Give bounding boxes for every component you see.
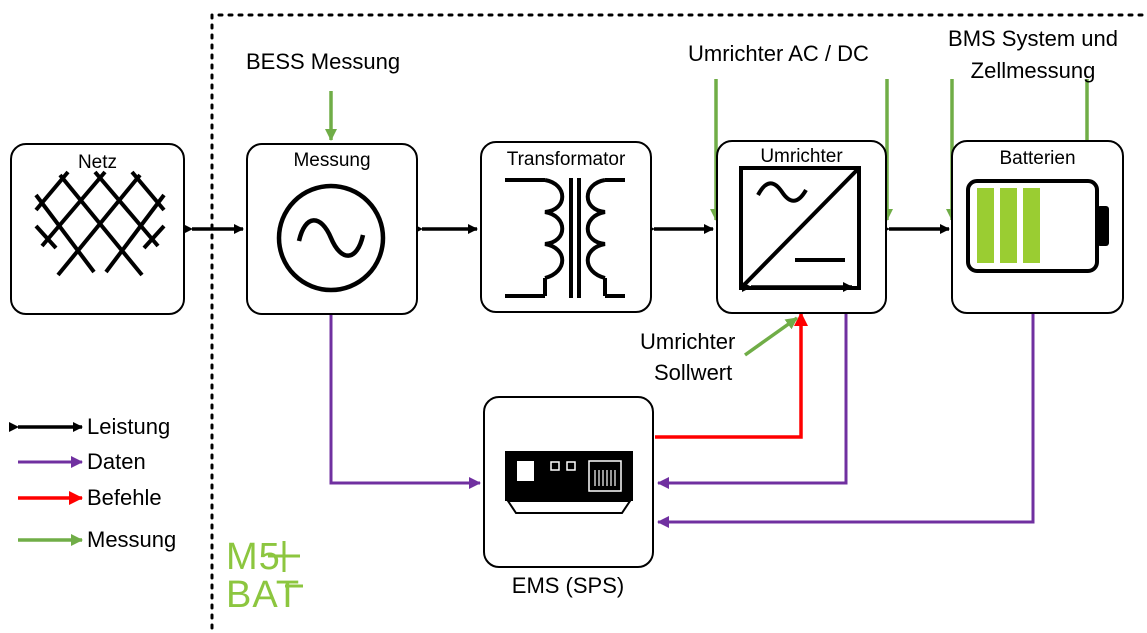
block-netz: Netz bbox=[10, 143, 185, 315]
block-umrichter: Umrichter bbox=[716, 140, 887, 314]
legend-label-data: Daten bbox=[87, 449, 146, 474]
data-links bbox=[329, 313, 1035, 528]
bess-messung-label: BESS Messung bbox=[246, 49, 401, 74]
block-batterien-label: Batterien bbox=[999, 148, 1076, 169]
block-transformator: Transformator bbox=[480, 141, 652, 313]
umrichter-ac-dc-label: Umrichter AC / DC bbox=[688, 41, 869, 66]
block-ems bbox=[483, 396, 654, 568]
logo-line2: BAT bbox=[226, 574, 301, 616]
legend-label-command: Befehle bbox=[87, 485, 162, 510]
legend-label-measurement: Messung bbox=[87, 527, 177, 552]
sollwert-label-line2: Sollwert bbox=[654, 360, 733, 385]
block-batterien: Batterien bbox=[951, 140, 1124, 314]
block-messung: Messung bbox=[246, 143, 418, 315]
ems-label: EMS (SPS) bbox=[511, 573, 625, 598]
logo-marks bbox=[268, 541, 303, 588]
legend-label-power: Leistung bbox=[87, 414, 171, 439]
block-umrichter-label: Umrichter bbox=[760, 146, 843, 167]
block-messung-label: Messung bbox=[293, 150, 371, 171]
sollwert-label-line1: Umrichter bbox=[640, 329, 736, 354]
legend-arrows bbox=[9, 422, 83, 546]
logo-line1: M5 bbox=[226, 536, 281, 578]
bms-label-line2: Zellmessung bbox=[970, 58, 1096, 83]
bms-label-line1: BMS System und bbox=[948, 26, 1118, 51]
block-transformator-label: Transformator bbox=[506, 149, 626, 170]
command-link bbox=[655, 312, 808, 439]
system-boundary bbox=[210, 13, 1147, 630]
block-netz-label: Netz bbox=[77, 152, 118, 173]
